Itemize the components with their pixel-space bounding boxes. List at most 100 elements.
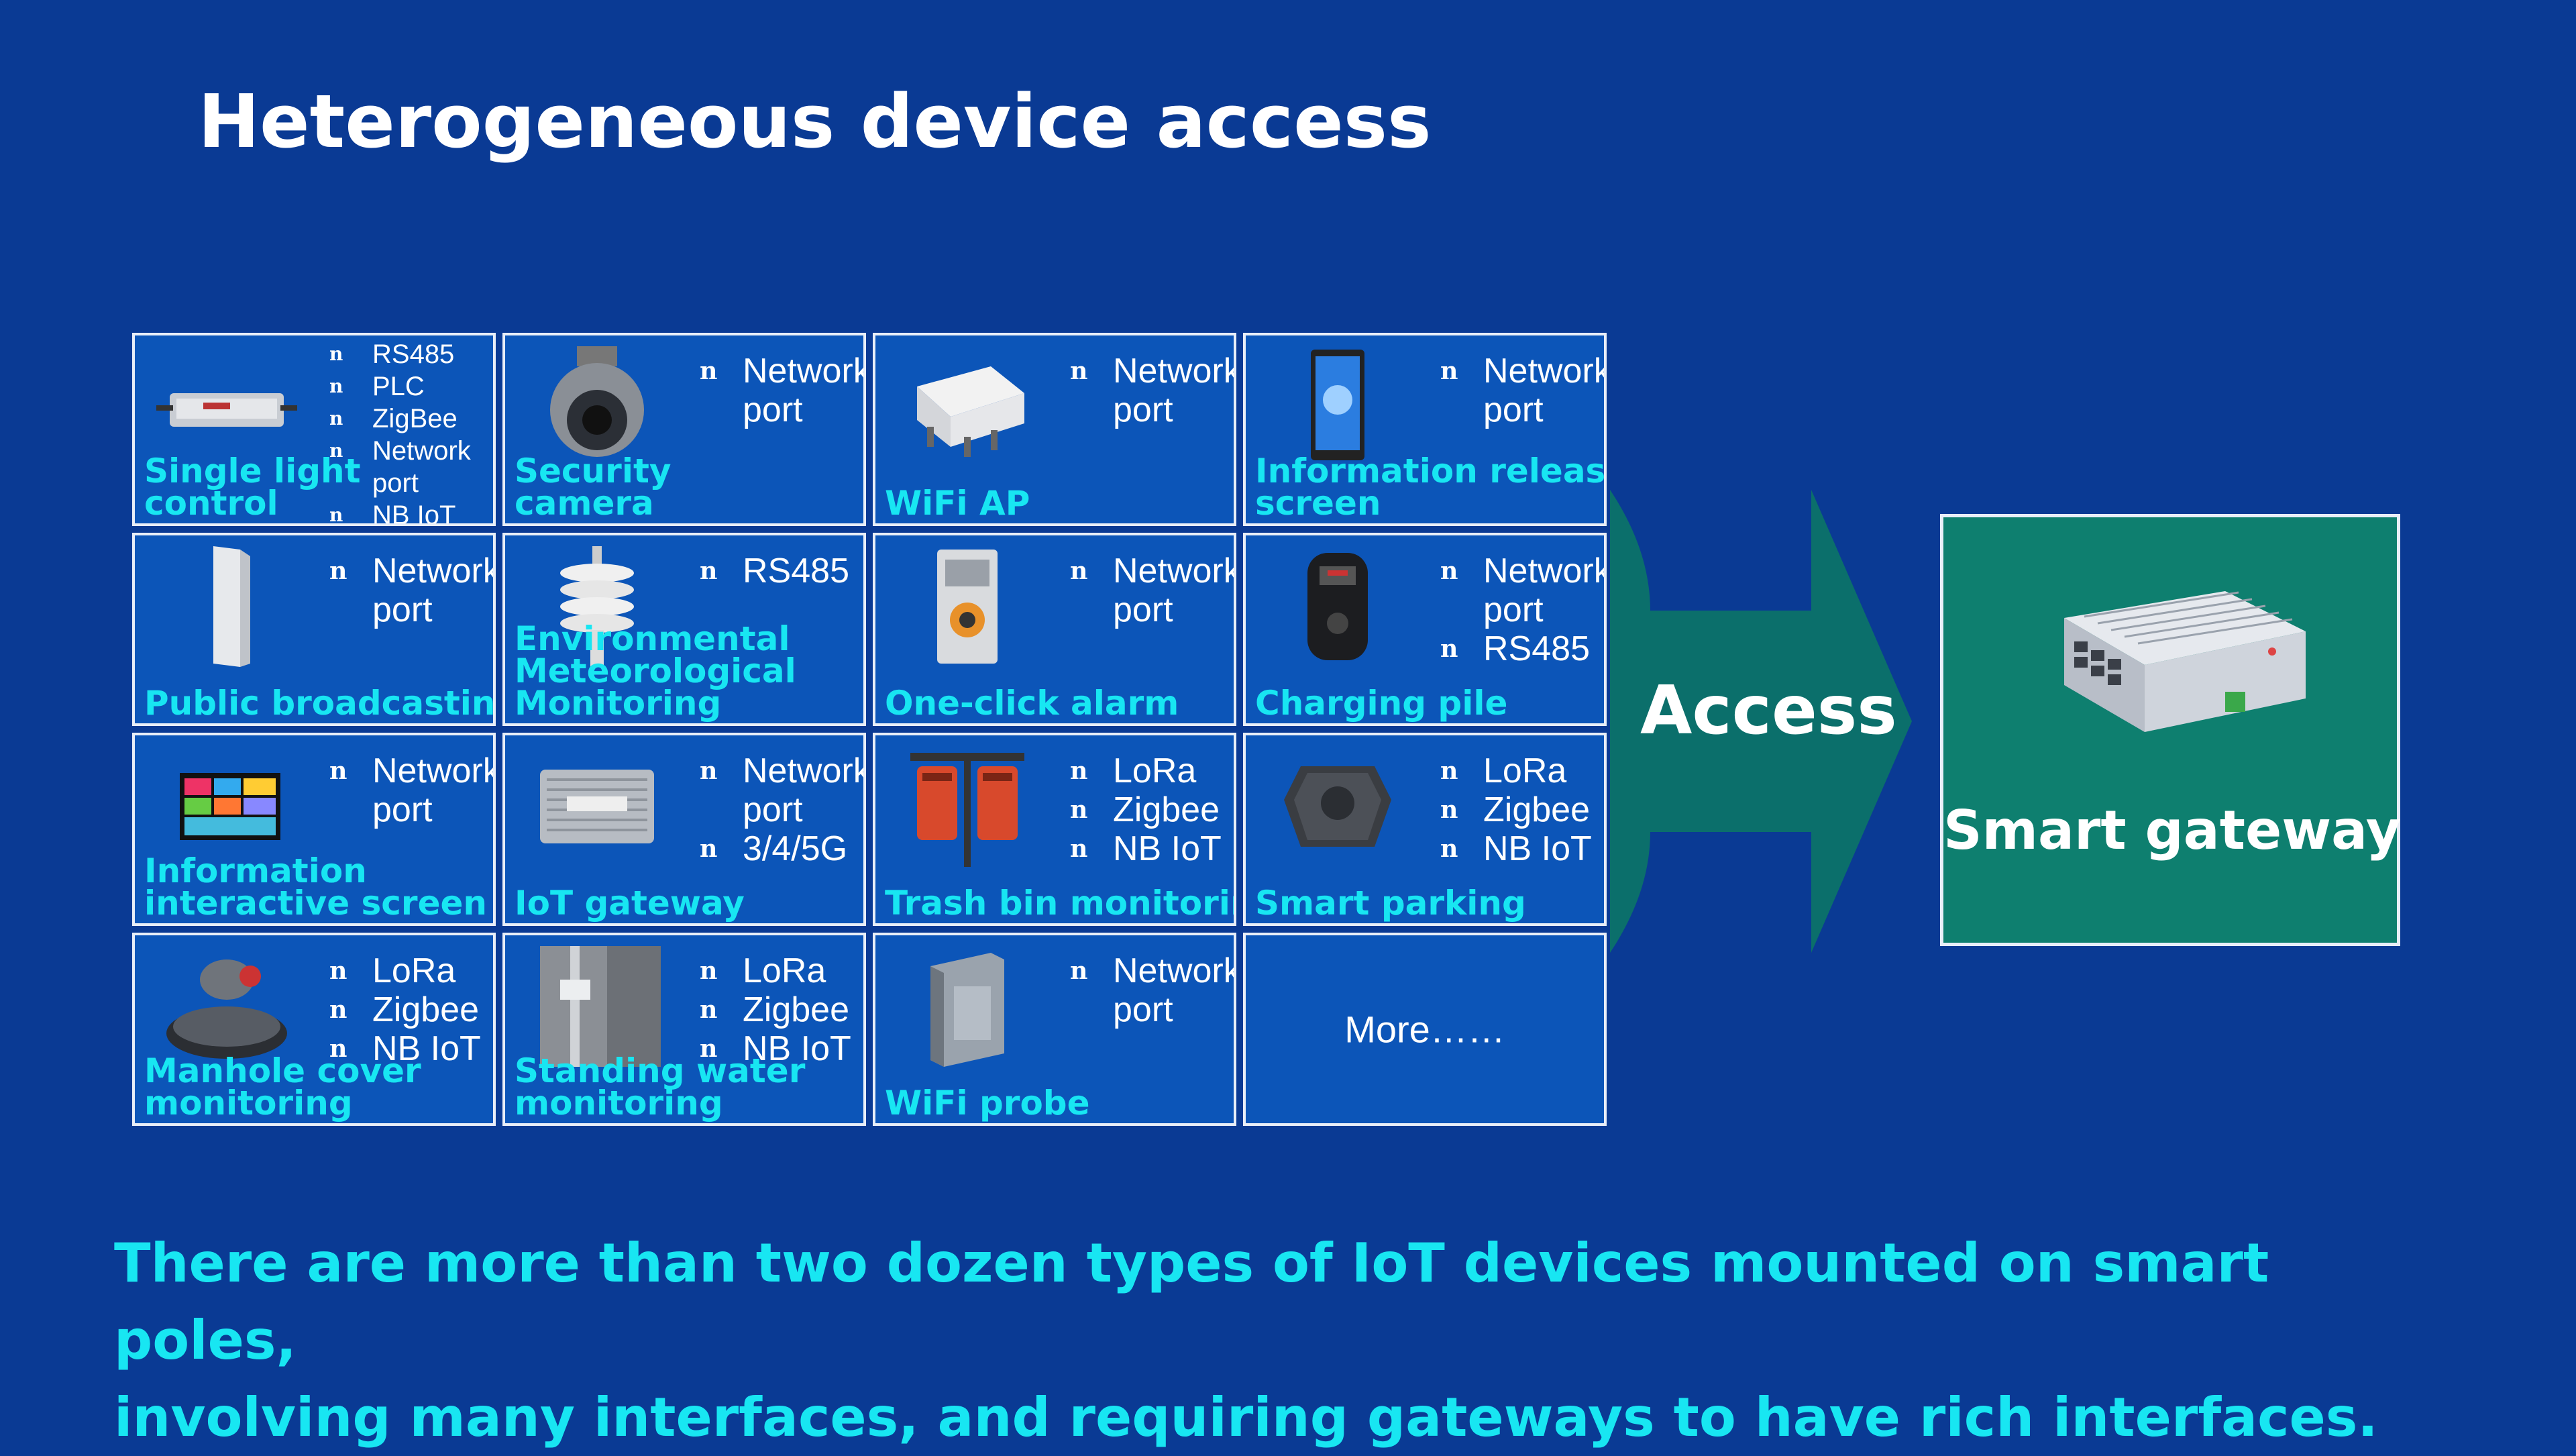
device-label-line: IoT gateway (515, 884, 745, 923)
release-screen-icon (1260, 346, 1415, 467)
speaker-column-icon (150, 546, 304, 667)
device-label: Trash bin monitoring (885, 886, 1234, 920)
interface-item: Zigbee (1070, 790, 1222, 829)
device-label-line: Monitoring (515, 684, 722, 723)
wifi-probe-icon (890, 946, 1044, 1067)
interface-item: NB IoT (700, 1029, 851, 1068)
device-cell: Networkport3/4/5G IoT gateway (502, 733, 866, 926)
interface-item: RS485 (700, 552, 849, 590)
device-label-line: Standing water (515, 1051, 806, 1090)
interface-item: NB IoT (1070, 829, 1222, 868)
water-sensor-icon (520, 946, 674, 1067)
interface-list: LoRaZigbeeNB IoT (1440, 751, 1592, 868)
interface-list: RS485 (700, 552, 849, 590)
interface-item: LoRa (1440, 751, 1592, 790)
device-label-line: Information release (1255, 452, 1607, 490)
device-label: WiFi AP (885, 484, 1030, 523)
interface-item: RS485 (329, 338, 471, 370)
interface-item: port (372, 790, 433, 829)
alarm-panel-icon (890, 546, 1044, 667)
device-label-line: WiFi probe (885, 1084, 1090, 1123)
charging-pile-icon (1260, 546, 1415, 667)
interface-item: port (1113, 990, 1173, 1029)
trash-bin-icon (890, 746, 1044, 867)
interface-item: port (1483, 590, 1544, 629)
interface-item: port (1113, 391, 1173, 429)
weather-station-icon (520, 546, 674, 667)
device-label: WiFi probe (885, 1084, 1090, 1123)
interface-item: port (743, 790, 803, 829)
interface-item: Network (700, 751, 863, 790)
device-label-line: Manhole cover (144, 1051, 421, 1090)
device-label-line: Single light (144, 452, 361, 490)
device-label-line: interactive screen (144, 884, 488, 923)
device-label: Public broadcasting (144, 686, 493, 720)
interface-item: NB IoT (1440, 829, 1592, 868)
interface-item: port (372, 590, 433, 629)
device-label: One-click alarm (885, 684, 1179, 723)
interface-item: NB IoT (329, 499, 471, 523)
more-label: More…… (1344, 1008, 1505, 1051)
wifi-ap-icon (890, 346, 1044, 467)
device-cell: RS485EnvironmentalMeteorologicalMonitori… (502, 533, 866, 726)
device-label-line: One-click alarm (885, 684, 1179, 723)
interface-list: NetworkportRS485 (1440, 552, 1604, 668)
device-label-line: WiFi AP (885, 484, 1030, 523)
device-label-line: Environmental (515, 619, 790, 658)
interface-item: RS485 (1440, 629, 1604, 668)
interface-item: port (743, 391, 803, 429)
interface-item: Network (329, 552, 493, 590)
slide-title: Heterogeneous device access (198, 79, 1432, 164)
smart-gateway-box: Smart gateway (1940, 514, 2401, 946)
interface-item: Zigbee (700, 990, 851, 1029)
interface-item: Network (1070, 352, 1234, 391)
device-label-line: Information (144, 851, 367, 890)
device-label-line: monitoring (515, 1084, 723, 1123)
summary-line: involving many interfaces, and requiring… (114, 1386, 2378, 1449)
iot-gateway-icon (520, 746, 674, 867)
interface-item: Zigbee (1440, 790, 1592, 829)
interactive-screen-icon (150, 746, 304, 867)
security-camera-icon (520, 346, 674, 467)
interface-list: LoRaZigbeeNB IoT (700, 951, 851, 1068)
device-label-line: Security (515, 452, 672, 490)
interface-item: PLC (329, 370, 471, 403)
interface-item: LoRa (1070, 751, 1222, 790)
device-label-line: screen (1255, 484, 1381, 523)
gateway-device-icon (2024, 578, 2319, 739)
interface-item: 3/4/5G (700, 829, 863, 868)
interface-item: Network (1440, 552, 1604, 590)
access-arrow (1610, 490, 1912, 953)
manhole-cover-icon (150, 946, 304, 1067)
device-label-line: control (144, 484, 278, 523)
access-label: Access (1640, 671, 1897, 749)
interface-item: LoRa (329, 951, 481, 990)
interface-item: port (1483, 391, 1544, 429)
interface-item: port (1113, 590, 1173, 629)
interface-item: Zigbee (329, 990, 481, 1029)
device-label-line: monitoring (144, 1084, 353, 1123)
interface-item: Network (1070, 552, 1234, 590)
parking-sensor-icon (1260, 746, 1415, 867)
device-label-line: Meteorological (515, 652, 796, 690)
device-label: Smart parking (1255, 886, 1526, 920)
summary-text: There are more than two dozen types of I… (114, 1225, 2462, 1456)
interface-item: Network (1440, 352, 1604, 391)
